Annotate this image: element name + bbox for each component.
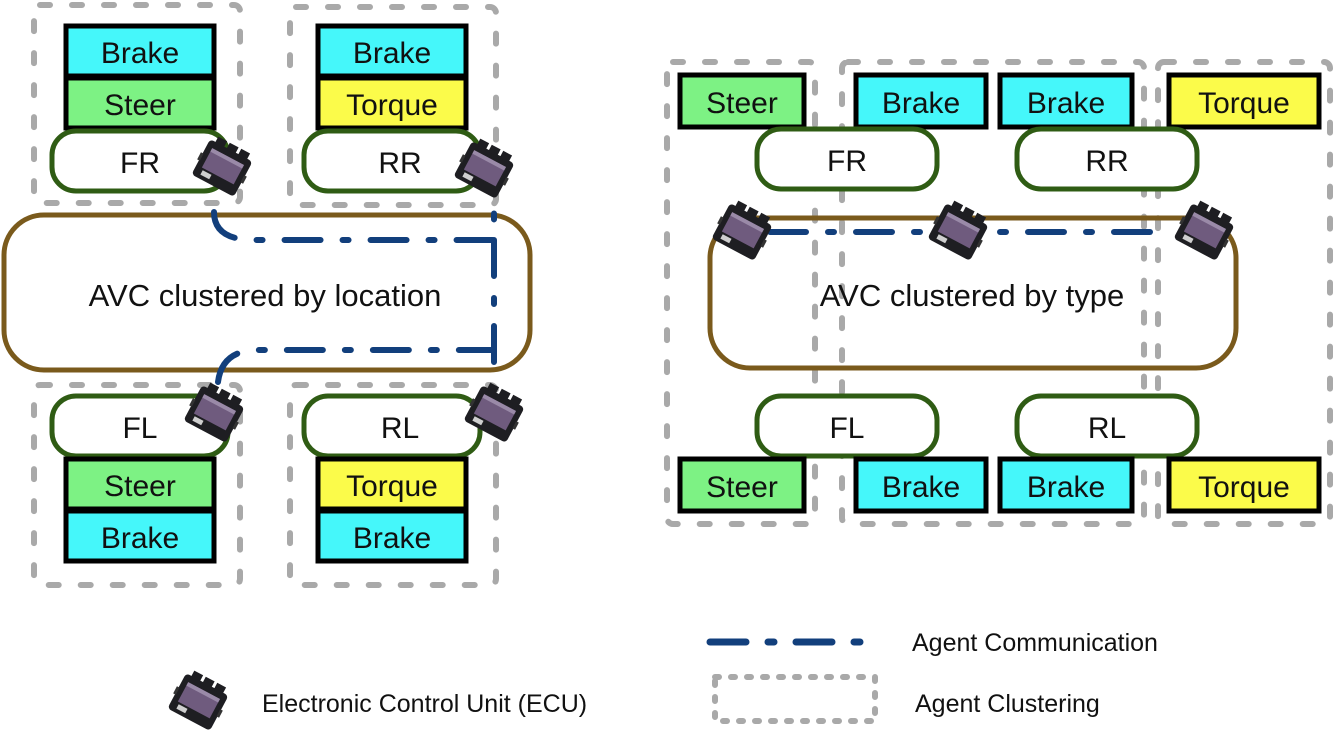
comm-line-fl-rl — [215, 347, 497, 385]
ecu-icon — [925, 196, 994, 262]
wheel-fl-left: FL Steer Brake — [49, 378, 250, 564]
cluster-box-steer — [664, 59, 818, 527]
module-steer — [677, 72, 807, 130]
avc-title-type: AVC clustered by type — [820, 278, 1124, 313]
cluster-box-brake — [839, 59, 1147, 527]
wheel-box-fl — [754, 393, 940, 459]
wheel-label: RR — [1085, 145, 1128, 178]
comm-line-fr-rr — [211, 209, 497, 243]
module-label: Torque — [1198, 471, 1290, 504]
module-label: Steer — [706, 471, 778, 504]
module-brake — [63, 508, 217, 564]
wheel-label: RL — [381, 412, 419, 445]
avc-title-location: AVC clustered by location — [89, 278, 442, 313]
wheel-label: RL — [1088, 412, 1126, 445]
legend-ecu-label: Electronic Control Unit (ECU) — [262, 690, 587, 718]
wheel-rr-left: Brake Torque RR — [301, 23, 520, 200]
cluster-box-fr — [31, 2, 243, 206]
ecu-icon — [709, 196, 778, 262]
module-label: Steer — [104, 470, 176, 503]
wheel-label: FR — [120, 147, 160, 180]
module-label: Torque — [346, 470, 438, 503]
wheel-box-fr — [754, 126, 940, 192]
ecu-icon — [165, 666, 234, 732]
legend-clustering-box — [712, 674, 878, 724]
module-steer — [677, 456, 807, 514]
module-label: Steer — [706, 87, 778, 120]
module-label: Brake — [101, 37, 179, 70]
module-label: Torque — [1198, 87, 1290, 120]
cluster-box-rl — [287, 382, 499, 588]
legend: Electronic Control Unit (ECU) Agent Comm… — [165, 629, 1158, 732]
cluster-box-fl — [31, 382, 243, 588]
wheel-box-rl — [1014, 393, 1200, 459]
wheel-rl-left: RL Torque Brake — [301, 378, 530, 564]
wheel-label: FR — [827, 145, 867, 178]
right-diagram: AVC clustered by type Steer Brake Brake … — [664, 59, 1333, 527]
module-label: Steer — [104, 89, 176, 122]
cluster-box-rr — [287, 4, 499, 208]
avc-box-location — [1, 212, 533, 373]
module-label: Brake — [1027, 471, 1105, 504]
module-steer — [63, 75, 217, 131]
module-label: Brake — [101, 522, 179, 555]
module-brake — [997, 456, 1135, 514]
module-label: Brake — [353, 37, 431, 70]
legend-clustering-label: Agent Clustering — [915, 690, 1100, 718]
module-torque — [1166, 72, 1322, 130]
module-torque — [1166, 456, 1322, 514]
wheel-fr-left: Brake Steer FR — [49, 23, 258, 198]
wheel-label: FL — [122, 412, 157, 445]
wheel-box-rr — [1014, 126, 1200, 192]
module-label: Brake — [353, 522, 431, 555]
wheel-label: RR — [378, 147, 421, 180]
module-brake — [853, 72, 989, 130]
module-label: Brake — [882, 471, 960, 504]
cluster-box-torque — [1155, 59, 1333, 527]
ecu-icon — [1171, 196, 1240, 262]
module-label: Brake — [1027, 87, 1105, 120]
module-torque — [315, 75, 469, 131]
module-brake — [853, 456, 989, 514]
left-diagram: AVC clustered by location Brake Steer FR… — [1, 2, 533, 588]
module-label: Torque — [346, 89, 438, 122]
module-label: Brake — [882, 87, 960, 120]
wheel-label: FL — [829, 412, 864, 445]
legend-communication-label: Agent Communication — [912, 629, 1158, 657]
module-brake — [315, 508, 469, 564]
